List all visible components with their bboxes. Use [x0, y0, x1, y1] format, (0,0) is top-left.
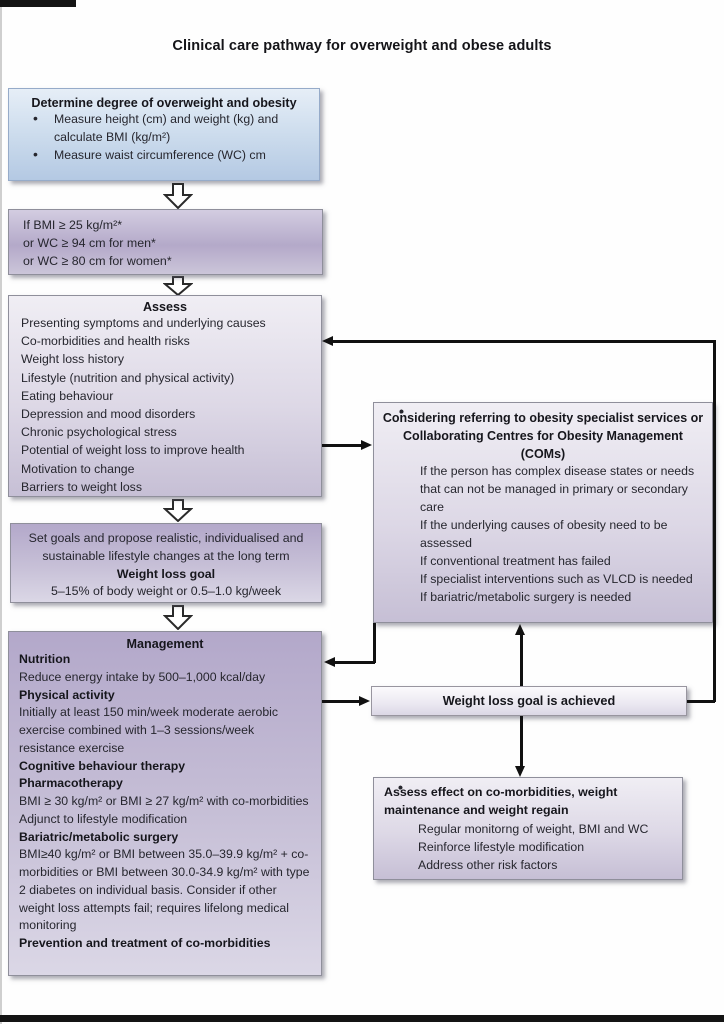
assess-item: Lifestyle (nutrition and physical activi… — [21, 370, 235, 385]
arrowhead-into-management-icon — [324, 657, 335, 667]
assess-item: Eating behaviour — [21, 388, 114, 403]
management-line: Initially at least 150 min/week moderate… — [19, 705, 279, 755]
arrowhead-into-achieved-icon — [359, 696, 370, 706]
box-determine-degree: Determine degree of overweight and obesi… — [8, 88, 320, 181]
box-monitor-title: Assess effect on co-morbidities, weight … — [384, 785, 618, 817]
box-monitor-effect: Assess effect on co-morbidities, weight … — [373, 777, 683, 880]
management-line: Prevention and treatment of co-morbiditi… — [19, 936, 271, 950]
assess-item: Barriers to weight loss — [21, 479, 142, 494]
box-specialist-referral: Considering referring to obesity special… — [373, 402, 713, 623]
connector-assess-to-referral — [322, 444, 362, 447]
box-management-title: Management — [126, 637, 204, 651]
management-line: Nutrition — [19, 652, 71, 666]
monitor-bullet: Reinforce lifestyle modification — [374, 838, 682, 856]
bmi-criteria-line: or WC ≥ 94 cm for men* — [23, 236, 156, 250]
management-line: BMI ≥ 30 kg/m² or BMI ≥ 27 kg/m² with co… — [19, 794, 309, 808]
management-line: Pharmacotherapy — [19, 776, 123, 791]
management-line: Cognitive behaviour therapy — [19, 758, 186, 773]
referral-bullet: If bariatric/metabolic surgery is needed — [374, 589, 712, 607]
referral-bullet: If specialist interventions such as VLCD… — [374, 571, 712, 589]
connector-achieved-to-monitor — [520, 716, 523, 767]
page-title: Clinical care pathway for overweight and… — [172, 38, 552, 54]
management-line: BMI≥40 kg/m² or BMI between 35.0–39.9 kg… — [19, 847, 310, 933]
assess-item: Motivation to change — [21, 461, 135, 476]
connector-achieved-to-feedback — [687, 700, 715, 703]
management-line: Adjunct to lifestyle modification — [19, 811, 188, 826]
determine-bullet: Measure waist circumference (WC) cm — [9, 146, 319, 165]
box-set-goals: Set goals and propose realistic, individ… — [10, 523, 322, 603]
referral-bullet: If conventional treatment has failed — [374, 553, 712, 571]
box-assess: Assess Presenting symptoms and underlyin… — [8, 295, 322, 497]
page-left-edge-line — [0, 0, 2, 1024]
box-referral-title: Considering referring to obesity special… — [382, 411, 704, 461]
bmi-criteria-line: or WC ≥ 80 cm for women* — [23, 254, 172, 268]
goal-achieved-label: Weight loss goal is achieved — [442, 694, 616, 708]
goals-text: Set goals and propose realistic, individ… — [28, 531, 304, 563]
arrowhead-into-assess-icon — [322, 336, 333, 346]
flow-down-arrow-icon — [163, 183, 193, 209]
management-line: Reduce energy intake by 500–1,000 kcal/d… — [19, 669, 266, 684]
flow-down-arrow-icon — [163, 499, 193, 522]
monitor-bullet: Regular monitorng of weight, BMI and WC — [374, 820, 682, 838]
weight-loss-goal-label: Weight loss goal — [116, 566, 216, 581]
connector-referral-down — [373, 623, 376, 663]
management-line: Physical activity — [19, 687, 115, 702]
arrowhead-into-referral-icon — [361, 440, 372, 450]
box-assess-title: Assess — [142, 300, 188, 314]
connector-referral-to-management — [334, 661, 375, 664]
assess-item: Potential of weight loss to improve heal… — [21, 443, 245, 458]
assess-item: Weight loss history — [21, 352, 124, 367]
connector-feedback-top — [333, 340, 716, 343]
flow-down-arrow-icon — [163, 276, 193, 296]
page-bottom-rule — [0, 1015, 724, 1022]
scan-artifact-top-bar — [0, 0, 76, 7]
arrowhead-down-into-monitor-icon — [515, 766, 525, 777]
flow-down-arrow-icon — [163, 605, 193, 630]
assess-item: Presenting symptoms and underlying cause… — [21, 316, 266, 330]
box-bmi-criteria: If BMI ≥ 25 kg/m²* or WC ≥ 94 cm for men… — [8, 209, 323, 275]
determine-bullet: Measure height (cm) and weight (kg) and … — [9, 110, 319, 146]
bmi-criteria-line: If BMI ≥ 25 kg/m²* — [23, 218, 123, 232]
box-management: Management Nutrition Reduce energy intak… — [8, 631, 322, 976]
referral-bullet: If the underlying causes of obesity need… — [374, 517, 712, 553]
assess-item: Depression and mood disorders — [21, 407, 196, 422]
assess-item: Co-morbidities and health risks — [21, 334, 190, 349]
box-goal-achieved: Weight loss goal is achieved — [371, 686, 687, 716]
connector-feedback-right — [713, 340, 716, 702]
monitor-bullet: Address other risk factors — [374, 856, 682, 874]
management-line: Bariatric/metabolic surgery — [19, 829, 179, 844]
weight-loss-goal-value: 5–15% of body weight or 0.5–1.0 kg/week — [50, 584, 282, 599]
box-determine-title: Determine degree of overweight and obesi… — [31, 96, 297, 110]
arrowhead-up-into-referral-icon — [515, 624, 525, 635]
connector-achieved-to-referral — [520, 634, 523, 686]
assess-item: Chronic psychological stress — [21, 425, 177, 440]
referral-bullet: If the person has complex disease states… — [374, 463, 712, 517]
connector-management-to-achieved — [322, 700, 360, 703]
